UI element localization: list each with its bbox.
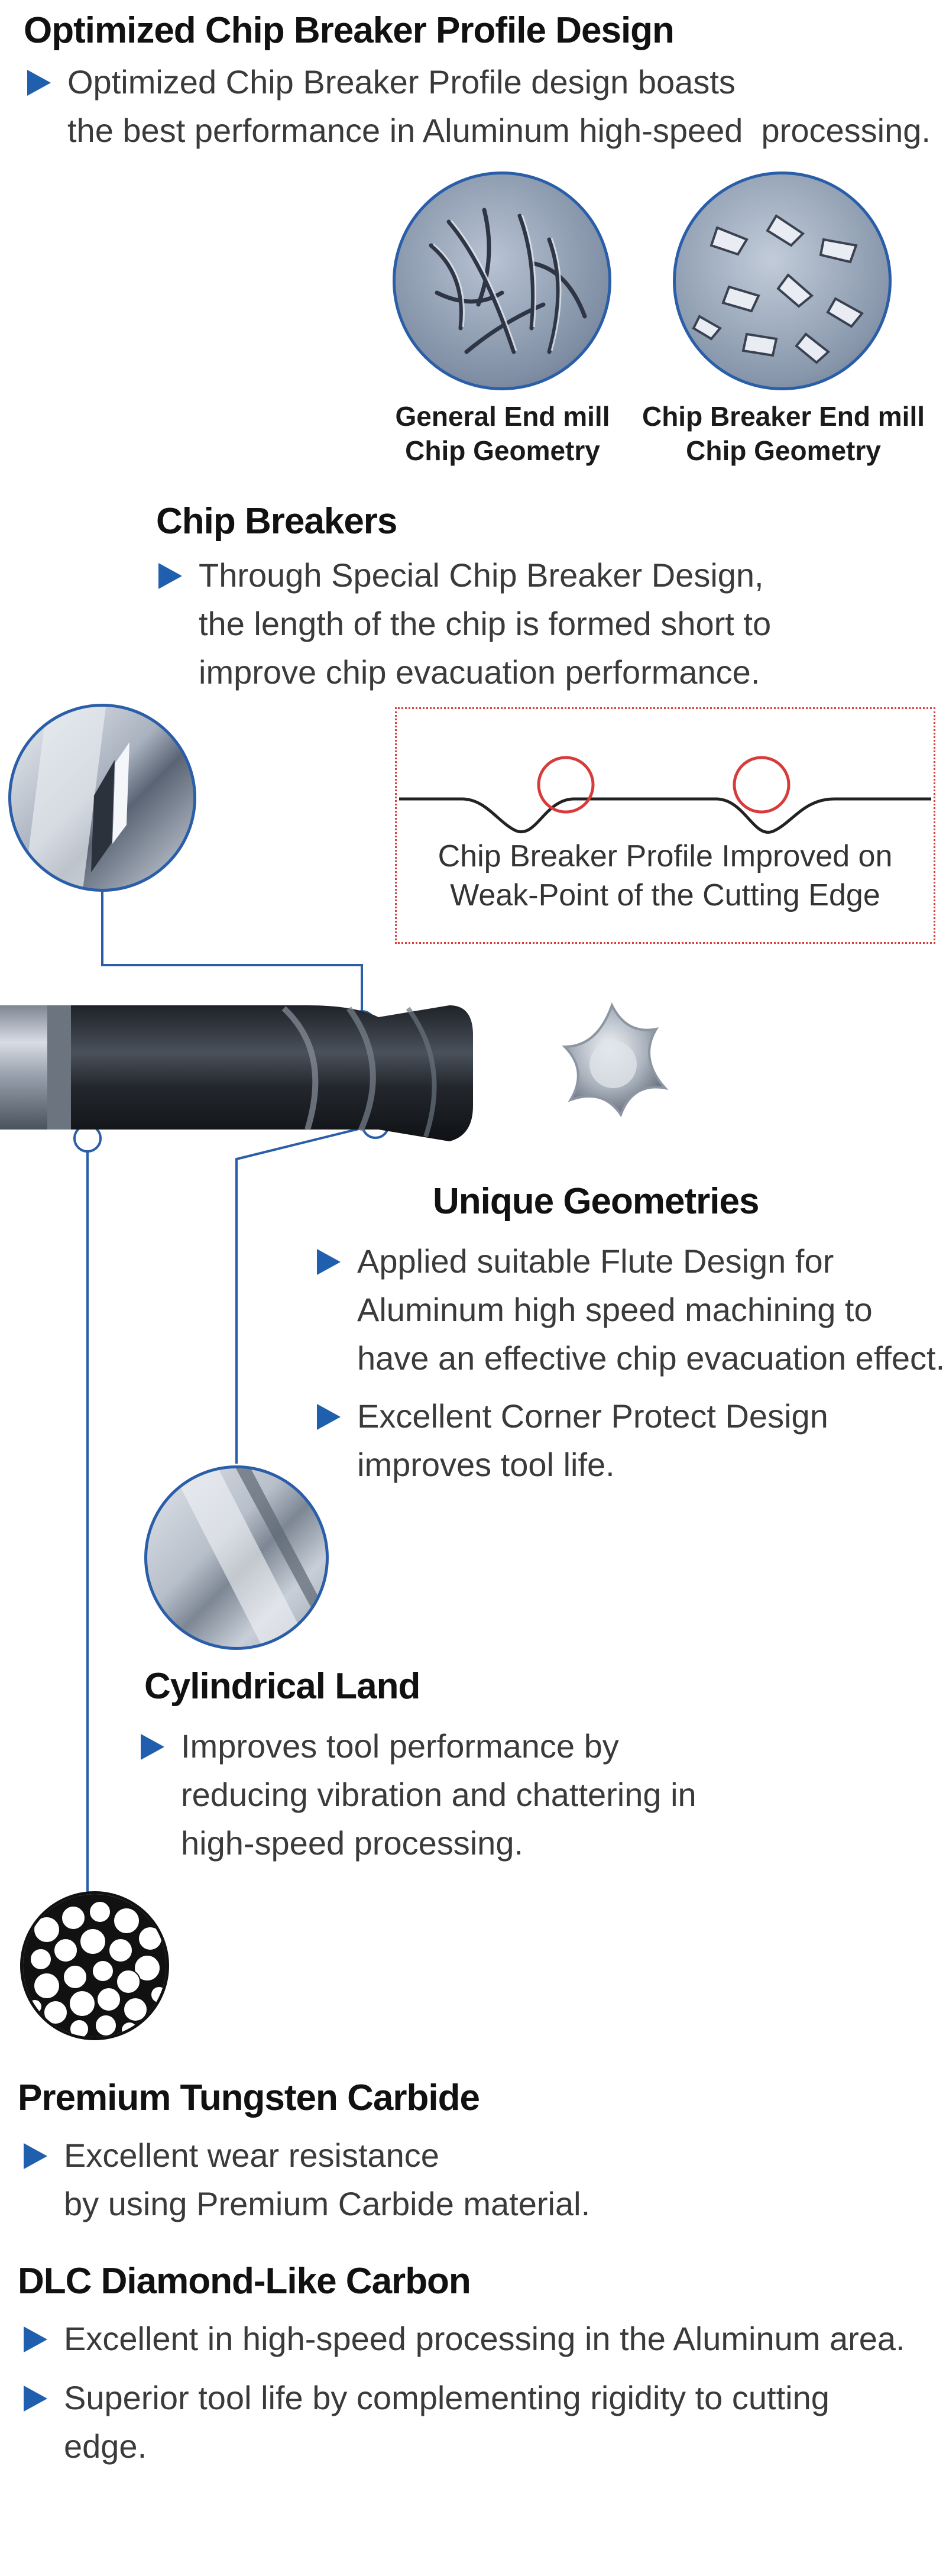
bullet-triangle-icon	[317, 1404, 341, 1430]
caption-general-end-mill: General End mill Chip Geometry	[395, 401, 610, 466]
grain-structure-icon	[23, 1894, 166, 2037]
bullet-dlc-high-speed: Excellent in high-speed processing in th…	[24, 2315, 944, 2368]
bullet-text: Excellent wear resistance by using Premi…	[64, 2137, 591, 2222]
section-title-unique-geometries: Unique Geometries	[433, 1181, 759, 1222]
caption-chip-breaker-end-mill: Chip Breaker End mill Chip Geometry	[642, 401, 925, 466]
bullet-text: Improves tool performance by reducing vi…	[181, 1727, 696, 1862]
bullet-text: Excellent in high-speed processing in th…	[64, 2320, 905, 2357]
land-edge-icon	[171, 1468, 326, 1647]
carbide-grain-structure-image	[20, 1891, 169, 2040]
end-mill-tool-image	[0, 1005, 473, 1141]
bullet-dlc-tool-life: Superior tool life by complementing rigi…	[24, 2374, 944, 2474]
bullet-text: Superior tool life by complementing rigi…	[64, 2379, 830, 2465]
weak-point-highlight-right	[733, 756, 791, 814]
bullet-triangle-icon	[141, 1734, 164, 1760]
general-chip-photo	[393, 171, 611, 390]
section-title-chip-breakers: Chip Breakers	[156, 501, 397, 542]
bullet-triangle-icon	[24, 2386, 47, 2412]
bullet-cylindrical-land: Improves tool performance by reducing vi…	[141, 1722, 850, 1870]
bullet-profile-design: Optimized Chip Breaker Profile design bo…	[27, 58, 938, 158]
profile-box-caption: Chip Breaker Profile Improved on Weak-Po…	[438, 839, 893, 912]
chip-breaker-profile-box: Chip Breaker Profile Improved on Weak-Po…	[395, 707, 935, 944]
weak-point-highlight-left	[537, 756, 595, 814]
bullet-flute-design: Applied suitable Flute Design for Alumin…	[317, 1237, 945, 1385]
section-title-cylindrical-land: Cylindrical Land	[144, 1666, 420, 1707]
bullet-text: Applied suitable Flute Design for Alumin…	[357, 1242, 945, 1377]
bullet-text: Optimized Chip Breaker Profile design bo…	[67, 63, 931, 149]
cylindrical-land-photo	[144, 1465, 329, 1650]
bullet-triangle-icon	[24, 2143, 47, 2169]
flute-notch-icon	[24, 707, 129, 889]
section-title-premium-tungsten-carbide: Premium Tungsten Carbide	[18, 2077, 480, 2118]
bullet-triangle-icon	[158, 563, 182, 589]
short-chips-icon	[692, 214, 864, 364]
section-title-dlc-diamond-like-carbon: DLC Diamond-Like Carbon	[18, 2261, 471, 2302]
bullet-triangle-icon	[317, 1249, 341, 1275]
section-title-chip-breaker-profile: Optimized Chip Breaker Profile Design	[24, 10, 675, 51]
bullet-triangle-icon	[27, 70, 51, 96]
long-chips-icon	[429, 208, 587, 354]
bullet-corner-protect: Excellent Corner Protect Design improves…	[317, 1392, 944, 1493]
bullet-text: Excellent Corner Protect Design improves…	[357, 1397, 828, 1483]
chip-breaker-chip-photo	[673, 171, 892, 390]
flute-cross-section-icon	[562, 1002, 669, 1118]
bullet-chip-breakers: Through Special Chip Breaker Design, the…	[158, 551, 868, 699]
cutting-edge-profile-diagram	[399, 756, 931, 834]
bullet-triangle-icon	[24, 2326, 47, 2352]
chip-breaker-detail-photo	[8, 704, 196, 892]
bullet-premium-carbide: Excellent wear resistance by using Premi…	[24, 2131, 733, 2232]
bullet-text: Through Special Chip Breaker Design, the…	[199, 556, 772, 691]
